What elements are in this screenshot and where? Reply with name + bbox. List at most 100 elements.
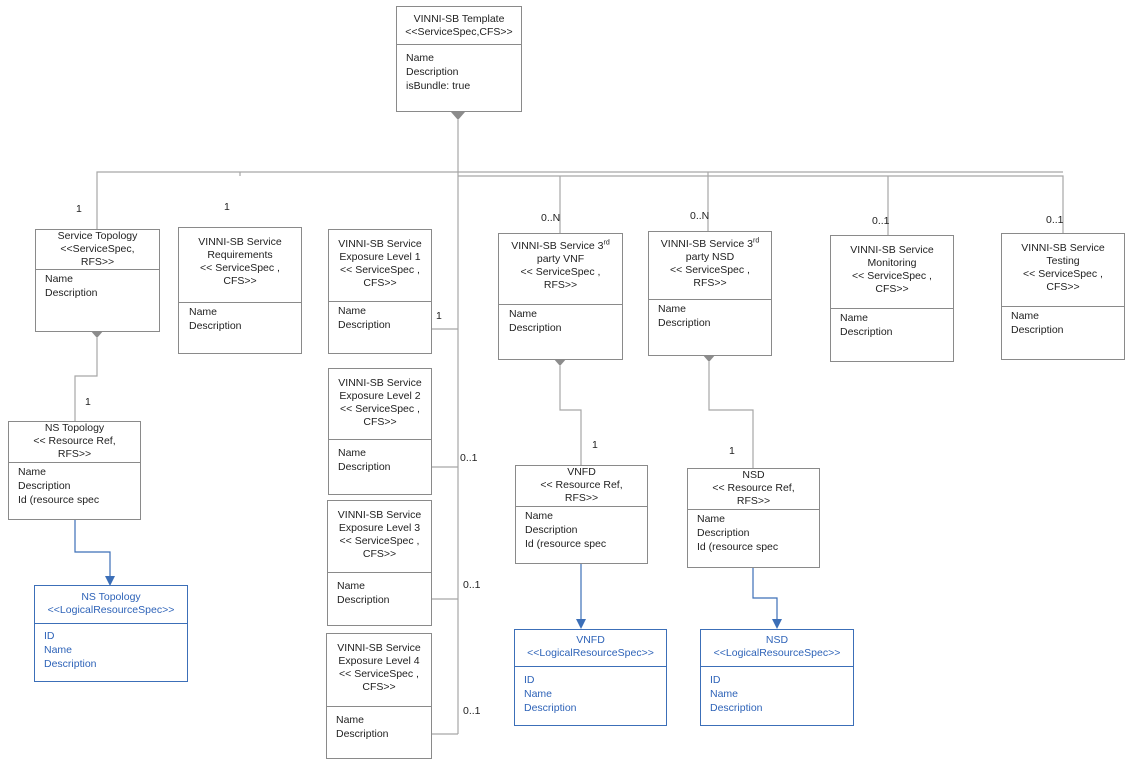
attr: Description — [509, 322, 562, 334]
attr: Description — [337, 594, 390, 606]
ns-topology-logical-class[interactable]: NS Topology <<LogicalResourceSpec>> ID N… — [34, 585, 188, 682]
attr: Id (resource spec — [697, 541, 779, 553]
vnfd-ref-class[interactable]: VNFD << Resource Ref, RFS>> Name Descrip… — [515, 465, 648, 564]
class-title: NSD — [742, 469, 765, 481]
attr: Description — [658, 317, 711, 329]
class-header: NSD <<LogicalResourceSpec>> — [701, 630, 853, 667]
class-stereotype: << ServiceSpec , — [339, 668, 419, 680]
class-stereotype: CFS>> — [363, 416, 397, 428]
third-party-vnf-class[interactable]: VINNI-SB Service 3rd party VNF << Servic… — [498, 233, 623, 360]
attr: Name — [524, 688, 553, 700]
nsd-logical-class[interactable]: NSD <<LogicalResourceSpec>> ID Name Desc… — [700, 629, 854, 726]
class-header: NS Topology <<LogicalResourceSpec>> — [35, 586, 187, 624]
class-stereotype: << ServiceSpec , — [852, 270, 932, 282]
class-title: VINNI-SB Service 3rd — [505, 240, 616, 253]
class-attributes: Name Description — [329, 302, 431, 332]
class-stereotype: << ServiceSpec , — [520, 266, 601, 278]
attr: Name — [336, 714, 365, 726]
attr: Description — [710, 702, 763, 714]
attr: Name — [338, 447, 367, 459]
vnfd-logical-class[interactable]: VNFD <<LogicalResourceSpec>> ID Name Des… — [514, 629, 667, 726]
class-stereotype: <<ServiceSpec,CFS>> — [405, 26, 513, 38]
class-header: VINNI-SB Service Exposure Level 1 << Ser… — [329, 230, 431, 302]
class-stereotype: CFS>> — [363, 277, 397, 289]
third-party-nsd-class[interactable]: VINNI-SB Service 3rd party NSD << Servic… — [648, 231, 772, 356]
exposure-level-2-class[interactable]: VINNI-SB Service Exposure Level 2 << Ser… — [328, 368, 432, 495]
class-title: VINNI-SB Service — [198, 236, 282, 248]
ns-topology-ref-class[interactable]: NS Topology << Resource Ref, RFS>> Name … — [8, 421, 141, 520]
multiplicity-label: 0..1 — [463, 705, 481, 717]
class-stereotype: << ServiceSpec , — [200, 262, 280, 274]
class-header: VINNI-SB Service Exposure Level 3 << Ser… — [328, 501, 431, 573]
service-monitoring-class[interactable]: VINNI-SB Service Monitoring << ServiceSp… — [830, 235, 954, 362]
nsd-ref-class[interactable]: NSD << Resource Ref, RFS>> Name Descript… — [687, 468, 820, 568]
exposure-level-1-class[interactable]: VINNI-SB Service Exposure Level 1 << Ser… — [328, 229, 432, 354]
class-title: VINNI-SB Template — [413, 13, 505, 25]
class-title-line: Exposure Level 1 — [339, 251, 421, 263]
attr: Description — [524, 702, 577, 714]
class-stereotype: CFS>> — [362, 548, 397, 560]
class-title-line: party VNF — [536, 253, 585, 265]
attr: Name — [697, 513, 726, 525]
class-title-line: Exposure Level 4 — [338, 655, 420, 667]
class-title: Service Topology — [57, 230, 138, 242]
multiplicity-label: 1 — [436, 310, 442, 322]
multiplicity-label: 1 — [729, 445, 735, 457]
service-topology-class[interactable]: Service Topology <<ServiceSpec, RFS>> Na… — [35, 229, 160, 332]
class-title-text: VINNI-SB Service 3 — [511, 240, 604, 252]
attr: ID — [710, 674, 721, 686]
attr: Description — [525, 524, 578, 536]
attr: Id (resource spec — [525, 538, 607, 550]
class-stereotype: CFS>> — [875, 283, 909, 295]
class-stereotype: RFS>> — [564, 492, 599, 504]
multiplicity-label: 1 — [85, 396, 91, 408]
attr: Description — [840, 326, 893, 338]
class-title-line: Testing — [1046, 255, 1080, 267]
attr: Description — [44, 658, 97, 670]
class-attributes: ID Name Description — [701, 667, 853, 715]
class-stereotype: CFS>> — [362, 681, 396, 693]
class-stereotype: RFS>> — [736, 495, 771, 507]
class-stereotype: <<LogicalResourceSpec>> — [527, 647, 654, 659]
attr: Name — [45, 273, 74, 285]
attr: ID — [44, 630, 55, 642]
class-stereotype: <<ServiceSpec, — [60, 243, 135, 255]
class-header: VINNI-SB Service Requirements << Service… — [179, 228, 301, 303]
class-title: VNFD — [567, 466, 596, 478]
attr: Description — [406, 66, 459, 78]
class-attributes: Name Description — [499, 305, 622, 335]
class-header: VINNI-SB Service 3rd party NSD << Servic… — [649, 232, 771, 300]
exposure-level-4-class[interactable]: VINNI-SB Service Exposure Level 4 << Ser… — [326, 633, 432, 759]
class-stereotype: << Resource Ref, — [540, 479, 623, 491]
attr: Name — [509, 308, 538, 320]
attr: ID — [524, 674, 535, 686]
title-superscript: rd — [752, 237, 760, 245]
attr: Description — [336, 728, 389, 740]
class-stereotype: << ServiceSpec , — [670, 264, 750, 276]
class-title: VINNI-SB Service — [850, 244, 934, 256]
class-header: NS Topology << Resource Ref, RFS>> — [9, 422, 140, 463]
class-attributes: Name Description — [327, 707, 431, 741]
class-stereotype: CFS>> — [223, 275, 257, 287]
exposure-level-3-class[interactable]: VINNI-SB Service Exposure Level 3 << Ser… — [327, 500, 432, 626]
attr: Name — [1011, 310, 1040, 322]
root-template-class[interactable]: VINNI-SB Template <<ServiceSpec,CFS>> Na… — [396, 6, 522, 112]
class-stereotype: << ServiceSpec , — [340, 264, 420, 276]
class-attributes: ID Name Description — [35, 624, 187, 671]
class-title-line: Exposure Level 2 — [339, 390, 421, 402]
attr: Name — [406, 52, 435, 64]
attr: Description — [1011, 324, 1064, 336]
service-testing-class[interactable]: VINNI-SB Service Testing << ServiceSpec … — [1001, 233, 1125, 360]
attr: isBundle: true — [406, 80, 471, 92]
class-title-line: Requirements — [207, 249, 273, 261]
attr: Name — [840, 312, 869, 324]
service-requirements-class[interactable]: VINNI-SB Service Requirements << Service… — [178, 227, 302, 354]
class-attributes: Name Description — [1002, 307, 1124, 337]
class-title: NSD — [765, 634, 789, 646]
multiplicity-label: 1 — [76, 203, 82, 215]
attr: Id (resource spec — [18, 494, 100, 506]
attr: Name — [338, 305, 367, 317]
class-attributes: Name Description Id (resource spec — [688, 510, 819, 554]
class-attributes: Name Description Id (resource spec — [516, 507, 647, 551]
class-stereotype: RFS>> — [693, 277, 727, 289]
